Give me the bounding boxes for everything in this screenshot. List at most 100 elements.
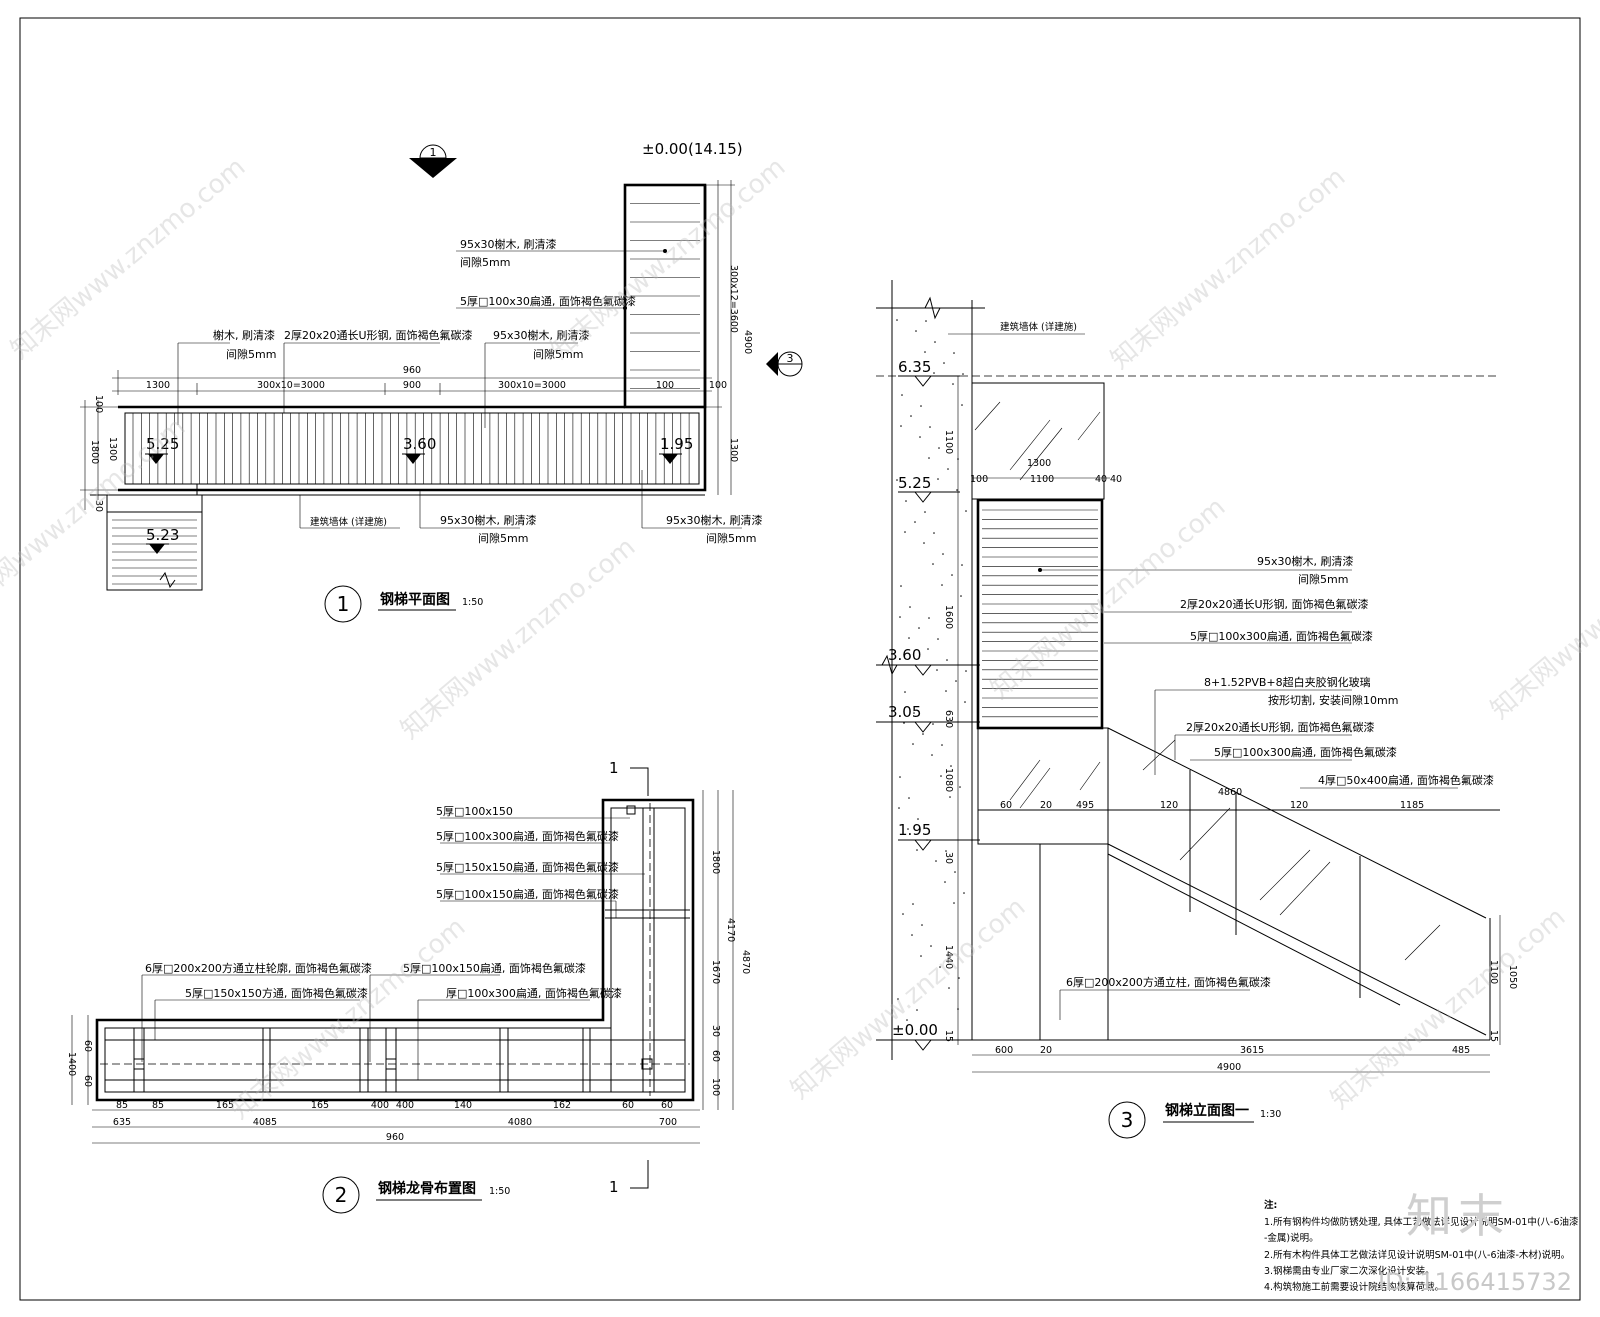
svg-text:1100: 1100 — [1030, 474, 1054, 485]
svg-text:1185: 1185 — [1400, 800, 1424, 811]
elev-dims-bottom: 600 20 3615 485 4900 — [972, 1045, 1490, 1073]
svg-text:4厚□50x400扁通, 面饰褐色氟碳漆: 4厚□50x400扁通, 面饰褐色氟碳漆 — [1318, 773, 1494, 787]
svg-text:20: 20 — [1040, 800, 1052, 811]
svg-text:4080: 4080 — [508, 1117, 532, 1128]
svg-text:3: 3 — [1121, 1108, 1134, 1132]
svg-text:4085: 4085 — [253, 1117, 277, 1128]
plan-top-elevation: ±0.00(14.15) — [642, 140, 743, 158]
plan-lower-flight — [106, 511, 203, 591]
svg-text:400: 400 — [371, 1100, 389, 1111]
svg-text:3.05: 3.05 — [888, 703, 921, 721]
svg-text:600: 600 — [995, 1045, 1013, 1056]
svg-text:4.构筑物施工前需要设计院结构核算荷载。: 4.构筑物施工前需要设计院结构核算荷载。 — [1264, 1281, 1444, 1293]
svg-text:厚□100x300扁通, 面饰褐色氟碳漆: 厚□100x300扁通, 面饰褐色氟碳漆 — [446, 986, 622, 1000]
svg-text:60: 60 — [82, 1040, 93, 1052]
plan-slats — [132, 413, 690, 484]
svg-text:5厚□100x300扁通, 面饰褐色氟碳漆: 5厚□100x300扁通, 面饰褐色氟碳漆 — [1190, 629, 1373, 643]
svg-text:85: 85 — [116, 1100, 128, 1111]
svg-text:5厚□100x150扁通, 面饰褐色氟碳漆: 5厚□100x150扁通, 面饰褐色氟碳漆 — [403, 961, 586, 975]
elev-wall: 建筑墙体 (详建施) — [876, 280, 1085, 1060]
svg-text:1:30: 1:30 — [1260, 1109, 1281, 1120]
svg-text:630: 630 — [943, 710, 954, 728]
svg-text:1440: 1440 — [943, 945, 954, 969]
svg-text:100: 100 — [710, 1078, 721, 1096]
svg-text:钢梯龙骨布置图: 钢梯龙骨布置图 — [378, 1180, 476, 1197]
keel-plan: 1 1 5厚□100x150 5厚□100x300扁通, 面饰褐色氟碳漆 5厚□… — [66, 759, 751, 1214]
section-mark-3: 3 — [766, 351, 803, 377]
svg-text:知末网www.znzmo.com: 知末网www.znzmo.com — [1485, 512, 1600, 725]
level-0-00: ±0.00 — [876, 1021, 1490, 1051]
svg-text:960: 960 — [403, 365, 421, 376]
stair-elevation: 建筑墙体 (详建施) 6.35 5.25 3.60 3.05 1.95 ±0.0… — [876, 280, 1518, 1139]
svg-text:120: 120 — [1290, 800, 1308, 811]
svg-text:60: 60 — [1000, 800, 1012, 811]
svg-text:960: 960 — [386, 1132, 404, 1143]
keel-dims-left: 60 1400 60 — [66, 1015, 93, 1105]
svg-text:3: 3 — [787, 352, 794, 365]
svg-text:700: 700 — [659, 1117, 677, 1128]
svg-text:6厚□200x200方通立柱轮廓, 面饰褐色氟碳漆: 6厚□200x200方通立柱轮廓, 面饰褐色氟碳漆 — [145, 961, 372, 975]
elev-treads — [982, 509, 1098, 718]
svg-text:100: 100 — [656, 380, 674, 391]
svg-text:2厚20x20通长U形钢, 面饰褐色氟碳漆: 2厚20x20通长U形钢, 面饰褐色氟碳漆 — [1186, 720, 1375, 734]
svg-text:1.所有钢构件均做防锈处理, 具体工艺做法详见设计说明SM-: 1.所有钢构件均做防锈处理, 具体工艺做法详见设计说明SM-01中(八-6油漆 — [1264, 1216, 1579, 1228]
svg-text:1600: 1600 — [943, 605, 954, 629]
svg-text:2厚20x20通长U形钢, 面饰褐色氟碳漆: 2厚20x20通长U形钢, 面饰褐色氟碳漆 — [284, 328, 473, 342]
svg-text:165: 165 — [216, 1100, 234, 1111]
svg-text:8+1.52PVB+8超白夹胶钢化玻璃: 8+1.52PVB+8超白夹胶钢化玻璃 — [1204, 675, 1371, 689]
svg-text:5厚□150x150方通, 面饰褐色氟碳漆: 5厚□150x150方通, 面饰褐色氟碳漆 — [185, 986, 368, 1000]
elev-upper-glass-hatch — [974, 401, 1101, 481]
svg-text:间隙5mm: 间隙5mm — [1298, 572, 1348, 586]
level-5-25: 5.25 — [898, 474, 960, 503]
svg-text:40: 40 — [1095, 474, 1107, 485]
sheet-border — [19, 17, 1581, 1301]
svg-text:1.95: 1.95 — [660, 435, 693, 453]
svg-text:300x10=3000: 300x10=3000 — [257, 380, 325, 391]
svg-text:900: 900 — [403, 380, 421, 391]
svg-text:100: 100 — [970, 474, 988, 485]
svg-text:30: 30 — [93, 500, 104, 512]
svg-text:间隙5mm: 间隙5mm — [533, 347, 583, 361]
svg-text:15: 15 — [1488, 1030, 1499, 1042]
svg-text:1:50: 1:50 — [462, 597, 483, 608]
elev-dims-top: 1300 100 1100 40 40 — [970, 458, 1122, 485]
svg-text:5厚□100x150: 5厚□100x150 — [436, 805, 513, 818]
svg-text:1300: 1300 — [1027, 458, 1051, 469]
plan-upper-treads — [630, 203, 700, 389]
svg-text:5厚□100x150扁通, 面饰褐色氟碳漆: 5厚□100x150扁通, 面饰褐色氟碳漆 — [436, 887, 619, 901]
svg-text:2.所有木构件具体工艺做法详见设计说明SM-01中(八-6油: 2.所有木构件具体工艺做法详见设计说明SM-01中(八-6油漆-木材)说明。 — [1264, 1249, 1570, 1261]
svg-text:4870: 4870 — [740, 950, 751, 974]
keel-dims-bottom: 85 85 165 165 400 400 140 162 60 60 635 … — [92, 1100, 700, 1144]
elev-dims-right: 1100 1050 15 — [1488, 915, 1518, 1045]
svg-text:1100: 1100 — [1488, 960, 1499, 984]
svg-text:注:: 注: — [1264, 1199, 1277, 1211]
svg-text:钢梯平面图: 钢梯平面图 — [380, 591, 450, 608]
svg-text:1400: 1400 — [66, 1052, 77, 1076]
keel-outline — [95, 798, 695, 1102]
svg-text:635: 635 — [113, 1117, 131, 1128]
svg-text:5厚□100x300扁通, 面饰褐色氟碳漆: 5厚□100x300扁通, 面饰褐色氟碳漆 — [1214, 745, 1397, 759]
section-mark-1: 1 — [409, 144, 457, 178]
elev-title: 3 钢梯立面图一 1:30 — [1108, 1101, 1281, 1139]
svg-text:485: 485 — [1452, 1045, 1470, 1056]
svg-text:1080: 1080 — [943, 768, 954, 792]
keel-posts — [104, 808, 686, 1092]
plan-landing-outline — [118, 185, 707, 492]
svg-text:120: 120 — [1160, 800, 1178, 811]
id-label: ID: 1166415732 — [1378, 1268, 1572, 1296]
svg-text:1300: 1300 — [146, 380, 170, 391]
svg-text:间隙5mm: 间隙5mm — [226, 347, 276, 361]
svg-text:300x12=3600: 300x12=3600 — [728, 265, 739, 333]
svg-text:知末网www.znzmo.com: 知末网www.znzmo.com — [395, 532, 641, 745]
svg-text:5.25: 5.25 — [146, 435, 179, 453]
elev-leaders: 95x30榭木, 刷清漆 间隙5mm 2厚20x20通长U形钢, 面饰褐色氟碳漆… — [1038, 554, 1494, 1020]
stair-plan: 1 ±0.00(14.15) 5.25 3.60 — [80, 140, 803, 623]
svg-text:知末网www.znzmo.com: 知末网www.znzmo.com — [785, 892, 1031, 1105]
svg-text:1050: 1050 — [1507, 965, 1518, 989]
svg-text:60: 60 — [661, 1100, 673, 1111]
svg-text:300x10=3000: 300x10=3000 — [498, 380, 566, 391]
section-mark-1-text: 1 — [430, 146, 437, 159]
svg-text:4900: 4900 — [742, 330, 753, 354]
svg-text:1: 1 — [609, 759, 619, 777]
